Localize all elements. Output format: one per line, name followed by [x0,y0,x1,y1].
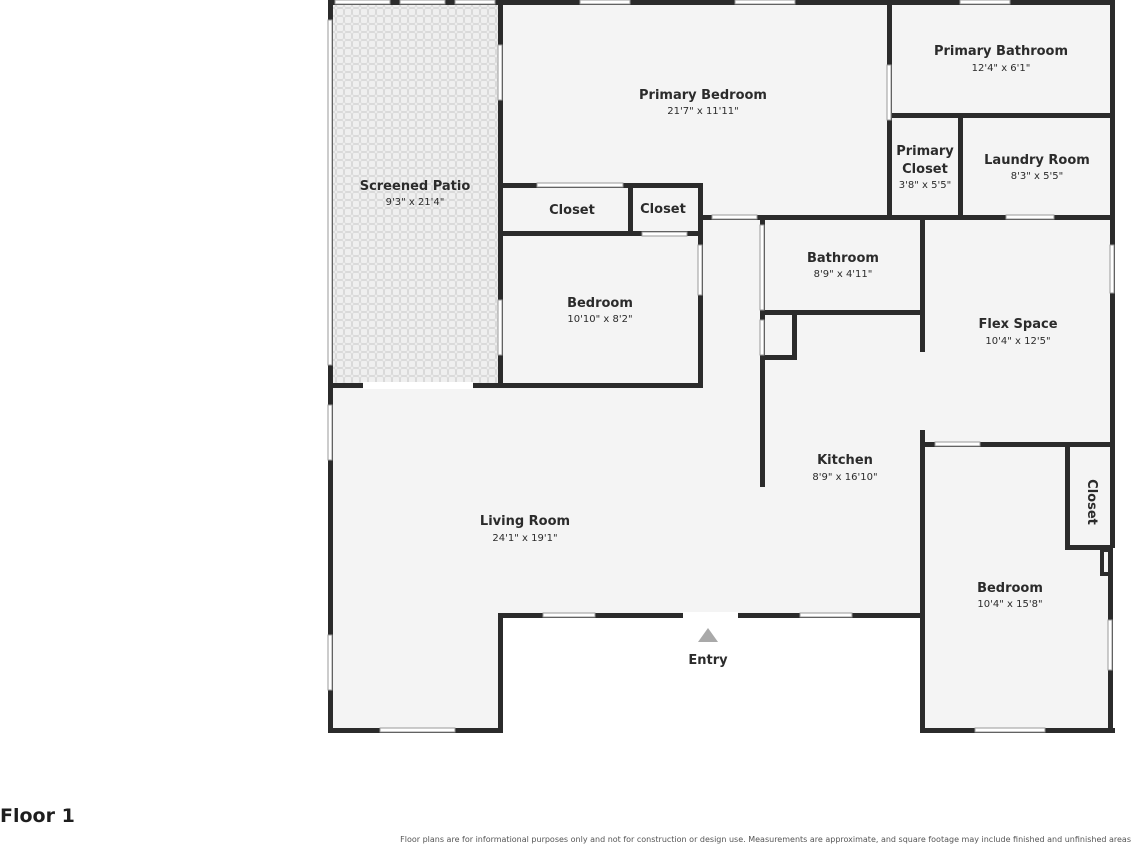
room-bedroom-2: Bedroom 10'10" x 8'2" [567,296,633,325]
openings [327,0,1115,733]
svg-text:Bathroom: Bathroom [807,251,879,266]
svg-text:Closet: Closet [902,162,948,177]
svg-text:Closet: Closet [640,202,686,217]
room-bedroom-3: Bedroom 10'4" x 15'8" [977,581,1043,610]
svg-text:10'4" x 12'5": 10'4" x 12'5" [985,336,1050,347]
svg-text:8'9" x 16'10": 8'9" x 16'10" [812,472,877,483]
room-laundry-room: Laundry Room 8'3" x 5'5" [984,153,1090,182]
room-closet-b: Closet [640,202,686,217]
svg-text:3'8" x 5'5": 3'8" x 5'5" [899,180,951,191]
entry-label: Entry [688,653,728,668]
svg-text:24'1" x 19'1": 24'1" x 19'1" [492,533,557,544]
svg-text:10'10" x 8'2": 10'10" x 8'2" [567,314,632,325]
svg-text:21'7" x 11'11": 21'7" x 11'11" [667,106,739,117]
svg-text:Bedroom: Bedroom [977,581,1043,596]
svg-text:Primary: Primary [896,144,954,159]
svg-text:8'3" x 5'5": 8'3" x 5'5" [1011,171,1063,182]
svg-text:Laundry Room: Laundry Room [984,153,1090,168]
room-flex-space: Flex Space 10'4" x 12'5" [978,317,1057,347]
svg-text:8'9" x 4'11": 8'9" x 4'11" [814,269,873,280]
svg-text:10'4" x 15'8": 10'4" x 15'8" [977,599,1042,610]
room-primary-bedroom: Primary Bedroom 21'7" x 11'11" [639,88,767,117]
entry-arrow-icon [698,628,718,642]
svg-text:9'3" x 21'4": 9'3" x 21'4" [386,197,445,208]
room-kitchen: Kitchen 8'9" x 16'10" [812,453,877,483]
room-bathroom: Bathroom 8'9" x 4'11" [807,251,879,280]
floor-label: Floor 1 [0,805,75,827]
room-screened-patio: Screened Patio 9'3" x 21'4" [360,179,471,208]
floor-fill [330,0,1112,730]
svg-text:Screened Patio: Screened Patio [360,179,471,194]
svg-text:Living Room: Living Room [480,514,570,529]
room-closet-c: Closet [1084,479,1099,525]
room-closet-a: Closet [549,203,595,218]
svg-text:Closet: Closet [549,203,595,218]
disclaimer-text: Floor plans are for informational purpos… [400,835,1131,844]
room-living-room: Living Room 24'1" x 19'1" [480,514,570,544]
svg-text:Closet: Closet [1084,479,1099,525]
svg-text:Primary Bedroom: Primary Bedroom [639,88,767,103]
svg-text:Primary Bathroom: Primary Bathroom [934,44,1068,59]
room-primary-closet: Primary Closet 3'8" x 5'5" [896,144,954,191]
patio-tile [333,0,500,385]
svg-text:Bedroom: Bedroom [567,296,633,311]
svg-text:12'4" x 6'1": 12'4" x 6'1" [972,63,1031,74]
room-primary-bathroom: Primary Bathroom 12'4" x 6'1" [934,44,1068,74]
svg-text:Flex Space: Flex Space [978,317,1057,332]
svg-text:Kitchen: Kitchen [817,453,873,468]
